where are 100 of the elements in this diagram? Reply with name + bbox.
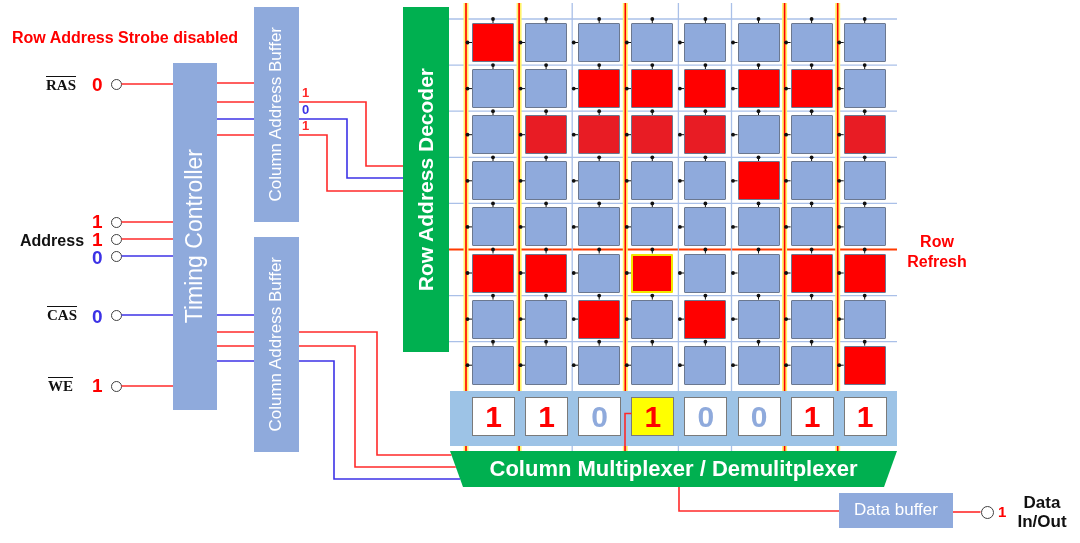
memory-cell [737, 23, 780, 62]
memory-cell [525, 299, 568, 339]
memory-cell [472, 161, 514, 201]
signal-wire [120, 83, 174, 85]
status-note: Row Address Strobe disabled [12, 28, 239, 48]
memory-cell [631, 253, 674, 293]
bit-value: 1 [538, 401, 555, 432]
data-buffer-block [839, 493, 953, 528]
signal-wire [120, 255, 174, 257]
memory-cell [737, 299, 780, 339]
memory-cell [790, 207, 833, 247]
pin-terminal-icon [110, 216, 122, 228]
signal-wire [298, 331, 453, 456]
memory-cell [843, 253, 886, 293]
memory-cell [790, 345, 833, 385]
edge-label: 1 [302, 85, 310, 101]
signal-wire [120, 385, 174, 387]
signal-name: CAS [47, 306, 77, 324]
pin-terminal-icon [110, 309, 122, 321]
memory-cell [843, 69, 886, 109]
pin-terminal-icon [110, 78, 122, 90]
signal-wire [298, 134, 404, 192]
memory-cell [684, 115, 727, 155]
memory-cell [578, 69, 621, 109]
timing-controller-block [173, 63, 217, 410]
memory-cell [790, 115, 833, 155]
multiplexer-block [450, 451, 897, 487]
signal-value: 0 [92, 74, 103, 96]
bit-value: 0 [697, 401, 715, 432]
memory-cell [578, 345, 621, 385]
pin-terminal-icon [110, 233, 122, 245]
memory-cell [578, 207, 621, 247]
bit-value: 1 [803, 401, 821, 432]
memory-cell [684, 299, 727, 339]
memory-cell [790, 299, 833, 339]
bit-value: 1 [856, 401, 874, 432]
memory-cell [684, 207, 727, 247]
signal-name: WE [48, 377, 73, 395]
memory-cell [578, 253, 621, 293]
bit-value: 1 [644, 401, 662, 432]
bit-latch [631, 397, 675, 436]
memory-cell [525, 115, 568, 155]
memory-cell [843, 299, 886, 339]
signal-wire [678, 486, 840, 512]
memory-cell [472, 253, 514, 293]
signal-wire [120, 221, 174, 223]
block-label: Column Address Buffer [267, 27, 286, 202]
memory-cell [525, 253, 568, 293]
memory-cell [737, 207, 780, 247]
bit-latch [737, 397, 781, 436]
bit-latch [843, 397, 887, 436]
memory-cell [631, 23, 674, 62]
bit-value: 1 [485, 401, 502, 432]
signal-wire [298, 101, 404, 167]
block-label: Data buffer [854, 501, 938, 520]
signal-wire [216, 118, 255, 120]
memory-cell [631, 345, 674, 385]
memory-cell [525, 161, 568, 201]
block-label: Column Multiplexer / Demulitplexer [489, 456, 858, 482]
memory-cell [472, 207, 514, 247]
signal-value: 1 [92, 375, 103, 397]
memory-cell [843, 23, 886, 62]
signal-wire [298, 345, 457, 468]
signal-wire [624, 412, 633, 452]
edge-label: 0 [302, 102, 310, 118]
signal-wire [952, 511, 982, 513]
memory-cell [631, 69, 674, 109]
memory-cell [790, 253, 833, 293]
memory-cell [472, 345, 514, 385]
memory-cell [684, 253, 727, 293]
bit-latch [790, 397, 834, 436]
block-label: Column Address Buffer [267, 257, 286, 432]
bit-latch [684, 397, 728, 436]
signal-wire [216, 331, 255, 333]
row-decoder-block [403, 7, 449, 352]
memory-cell [843, 345, 886, 385]
pin-terminal-icon [110, 250, 122, 262]
memory-cell [684, 69, 727, 109]
memory-cell [737, 161, 780, 201]
memory-cell [684, 161, 727, 201]
memory-cell [843, 207, 886, 247]
signal-name: Address [20, 231, 85, 251]
signal-wire [216, 82, 255, 84]
memory-cell [472, 23, 514, 62]
memory-cell [578, 115, 621, 155]
memory-cell [737, 115, 780, 155]
memory-cell [578, 299, 621, 339]
memory-cell [578, 161, 621, 201]
address-buffer-block [254, 7, 299, 222]
memory-cell [631, 299, 674, 339]
memory-cell [684, 23, 727, 62]
signal-name: Data In/Out [1016, 493, 1068, 531]
signal-wire [120, 314, 174, 316]
bit-latch [472, 397, 515, 436]
memory-cell [578, 23, 621, 62]
signal-name: RAS [46, 76, 76, 94]
memory-cell [631, 207, 674, 247]
memory-cell [843, 161, 886, 201]
memory-cell [472, 115, 514, 155]
signal-value: 1 [998, 503, 1007, 521]
